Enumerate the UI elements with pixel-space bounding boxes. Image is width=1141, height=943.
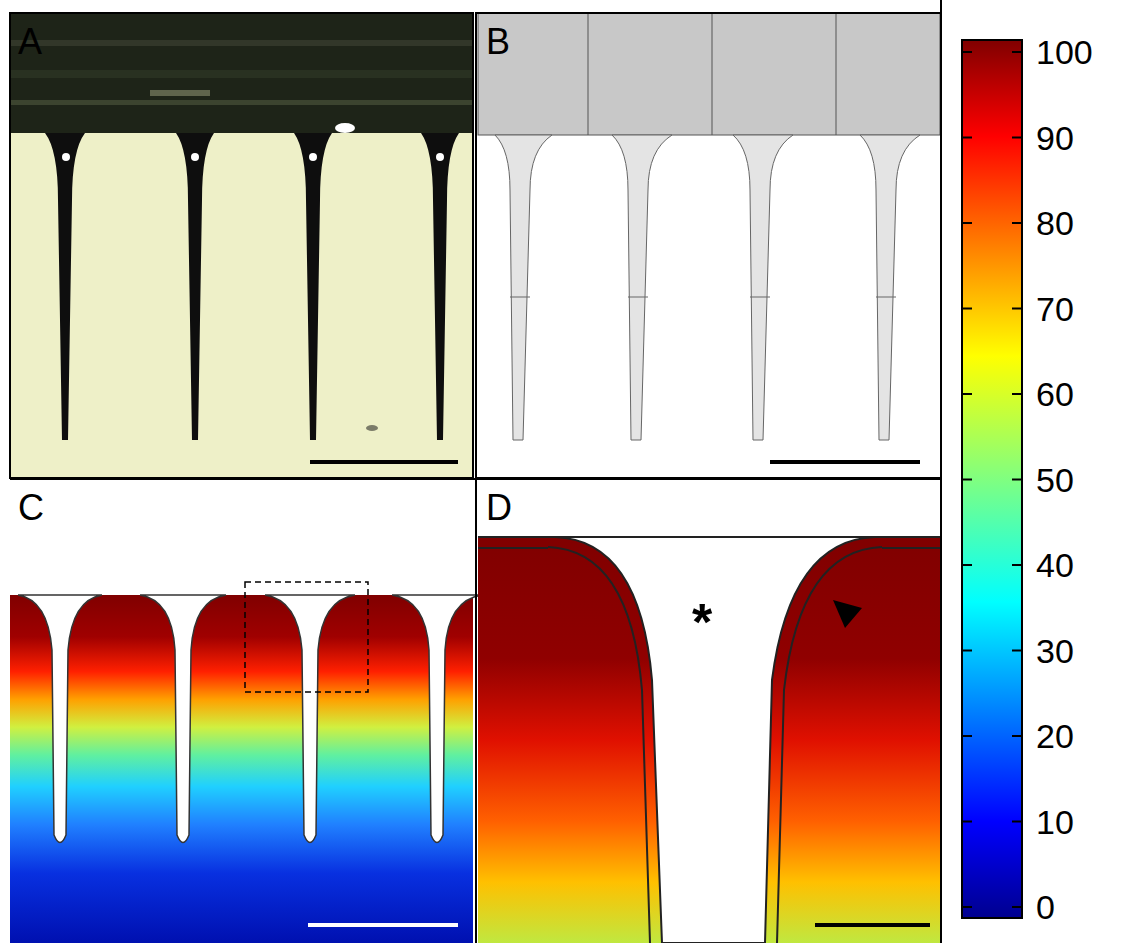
asterisk-marker: * (692, 596, 712, 648)
colorbar-tick-label: 60 (1036, 377, 1074, 411)
colorbar-tick (1012, 821, 1022, 823)
colorbar-tick (962, 650, 972, 652)
colorbar-tick (1012, 564, 1022, 566)
colorbar-tick-label: 70 (1036, 292, 1074, 326)
colorbar-tick (1012, 222, 1022, 224)
colorbar-tick (962, 222, 972, 224)
zoomed-simulation-panel (478, 480, 940, 943)
colorbar-tick (962, 308, 972, 310)
colorbar-tick-label: 10 (1036, 805, 1074, 839)
panel-borders (10, 0, 941, 943)
colorbar-tick-label: 20 (1036, 719, 1074, 753)
colorbar-tick (1012, 308, 1022, 310)
colorbar-tick-label: 100 (1036, 35, 1093, 69)
colorbar-tick-label: 30 (1036, 634, 1074, 668)
colorbar-tick (1012, 735, 1022, 737)
micrograph-panel (10, 13, 473, 478)
model-geometry-panel (478, 13, 940, 478)
colorbar-tick (962, 906, 972, 908)
panel-letter: C (18, 490, 44, 526)
panel-letter: B (486, 24, 510, 60)
colorbar-tick (1012, 650, 1022, 652)
colorbar-tick (962, 51, 972, 53)
colorbar-tick-label: 40 (1036, 548, 1074, 582)
colorbar-tick (962, 479, 972, 481)
colorbar-tick-label: 80 (1036, 206, 1074, 240)
colorbar-tick (1012, 137, 1022, 139)
panel-letter: A (18, 24, 42, 60)
colorbar-tick (1012, 393, 1022, 395)
simulation-panel (10, 582, 482, 943)
colorbar-tick-label: 50 (1036, 463, 1074, 497)
colorbar-tick-label: 90 (1036, 121, 1074, 155)
colorbar-tick-label: 0 (1036, 890, 1055, 924)
colorbar-tick (1012, 906, 1022, 908)
colorbar-tick (962, 564, 972, 566)
colorbar-tick (962, 735, 972, 737)
panel-letter: D (486, 490, 512, 526)
colorbar-tick (962, 821, 972, 823)
colorbar (962, 40, 1022, 918)
colorbar-tick (1012, 479, 1022, 481)
colorbar-tick (1012, 51, 1022, 53)
colorbar-tick (962, 393, 972, 395)
colorbar-tick (962, 137, 972, 139)
